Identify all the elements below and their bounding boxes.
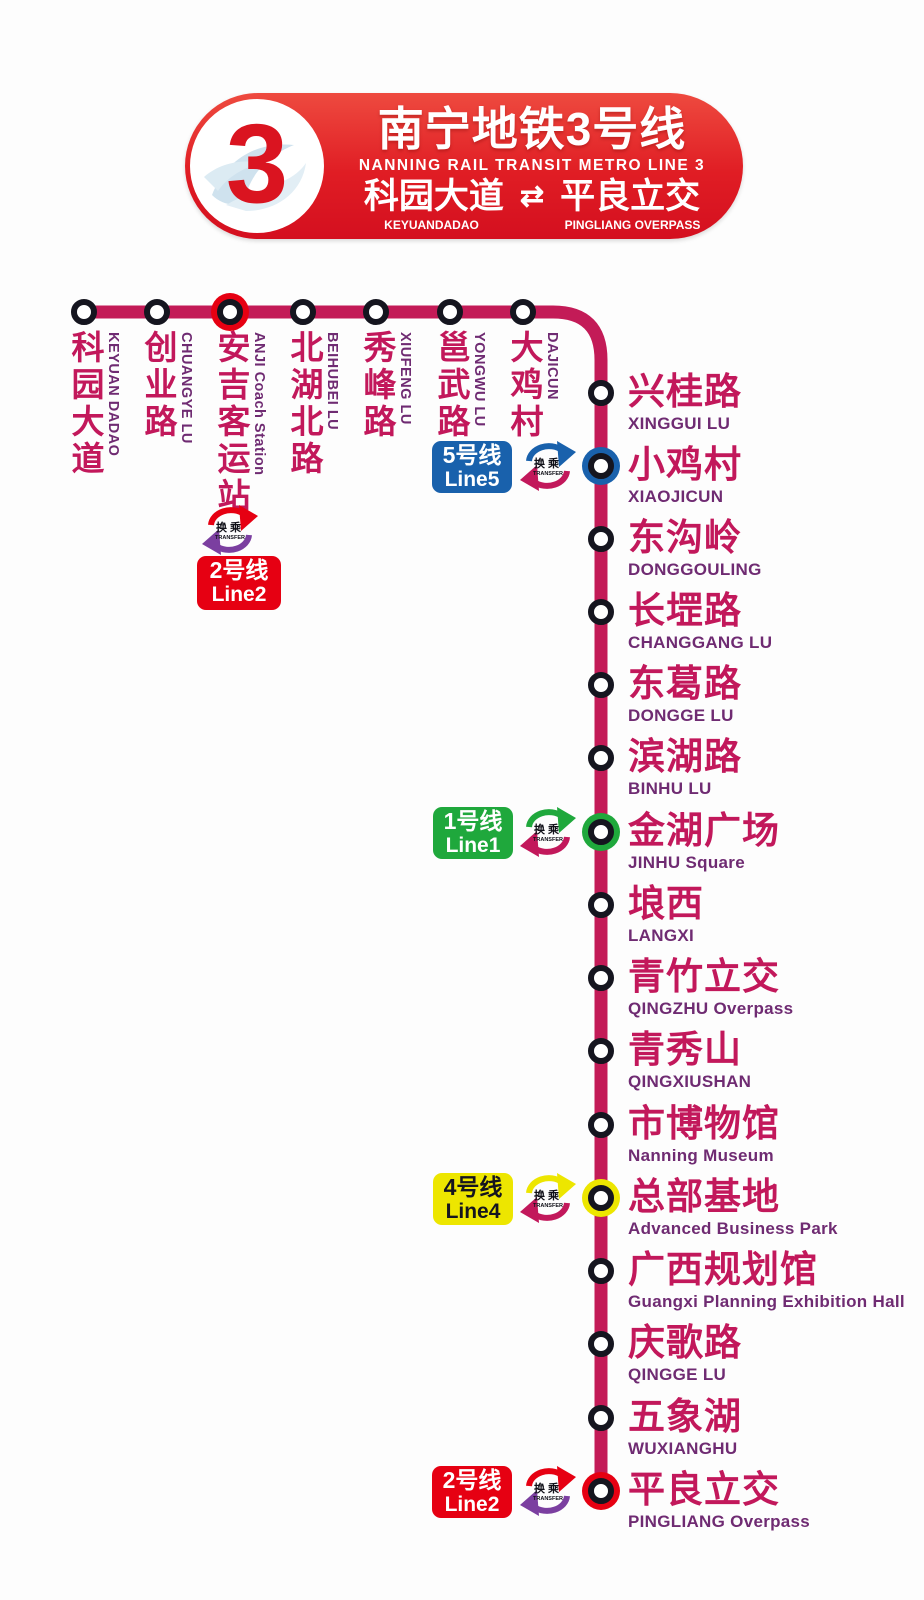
station-label-anji-coach-station: 安吉客运站 ANJI Coach Station [213,330,267,515]
station-dot-keyuandadao [71,299,97,325]
station-dot-langxi [588,892,614,918]
title-zh: 南宁地铁3号线 [377,103,687,155]
line2-badge-anji: 2号线 Line2 [197,556,281,610]
station-dot-xinggui-lu [588,380,614,406]
station-dot-changgang-lu [588,599,614,625]
station-dot-wuxianghu [588,1405,614,1431]
station-label-xinggui-lu: 兴桂路 XINGGUI LU [628,371,742,433]
station-label-guangxi-planning-exhibition-hall: 广西规划馆 Guangxi Planning Exhibition Hall [628,1249,905,1311]
station-dot-xiufenglu [363,299,389,325]
terminus-left-zh: 科园大道 [363,177,504,216]
transfer-icon-anji-line2: 换乘 TRANSFER [200,504,260,556]
station-label-donggouling: 东沟岭 DONGGOULING [628,517,762,579]
svg-text:换乘: 换乘 [534,822,562,836]
line4-badge: 4号线 Line4 [433,1173,513,1225]
station-label-langxi: 埌西 LANGXI [628,883,704,945]
line-number: 3 [225,101,289,226]
station-label-xiufenglu: 秀峰路 XIUFENG LU [359,330,413,441]
title-en: NANNING RAIL TRANSIT METRO LINE 3 [358,157,706,174]
station-dot-advanced-business-park [588,1185,614,1211]
terminus-right-zh: 平良立交 [560,177,701,216]
svg-text:TRANSFER: TRANSFER [533,1203,563,1209]
station-label-dajicun: 大鸡村 DAJICUN [506,330,560,441]
svg-text:TRANSFER: TRANSFER [533,837,563,843]
station-dot-guangxi-planning-exhibition-hall [588,1258,614,1284]
station-dot-anji-coach-station [217,299,243,325]
line2-badge-pingliang: 2号线 Line2 [432,1466,512,1518]
transfer-icon-xiaojicun-line5: 换乘 TRANSFER [518,440,578,492]
station-dot-beihubeilu [290,299,316,325]
line1-badge: 1号线 Line1 [433,807,513,859]
station-label-pingliang-overpass: 平良立交 PINGLIANG Overpass [628,1469,811,1531]
route-termini: 科园大道 ⇄ 平良立交 [331,178,733,216]
transfer-icon-zongbu-line4: 换乘 TRANSFER [518,1172,578,1224]
svg-text:换乘: 换乘 [534,1188,562,1202]
header-banner: 3 南宁地铁3号线 NANNING RAIL TRANSIT METRO LIN… [185,93,743,239]
station-label-jinhu-square: 金湖广场 JINHU Square [628,810,780,872]
station-dot-qingxiushan [588,1038,614,1064]
station-label-qingzhu-overpass: 青竹立交 QINGZHU Overpass [628,956,794,1018]
station-label-keyuandadao: 科园大道 KEYUAN DADAO [67,330,121,478]
station-dot-chuangyelu [144,299,170,325]
station-dot-jinhu-square [588,819,614,845]
station-label-advanced-business-park: 总部基地 Advanced Business Park [628,1176,838,1238]
kapok-swoosh-icon [204,144,306,211]
station-dot-nanning-museum [588,1112,614,1138]
line5-badge: 5号线 Line5 [432,441,512,493]
svg-text:换乘: 换乘 [534,456,562,470]
svg-text:换乘: 换乘 [216,520,244,534]
station-dot-binhu-lu [588,745,614,771]
station-label-yongwulu: 邕武路 YONGWU LU [433,330,487,441]
station-dot-yongwulu [437,299,463,325]
header-titles: 南宁地铁3号线 NANNING RAIL TRANSIT METRO LINE … [331,103,733,232]
transfer-icon-pingliang-line2: 换乘 TRANSFER [518,1465,578,1517]
station-dot-xiaojicun [588,453,614,479]
station-label-xiaojicun: 小鸡村 XIAOJICUN [628,444,742,506]
station-label-chuangyelu: 创业路 CHUANGYE LU [140,330,194,444]
line3-logo: 3 [190,99,324,233]
bidirectional-arrows-icon: ⇄ [519,181,545,213]
station-label-wuxianghu: 五象湖 WUXIANGHU [628,1396,742,1458]
station-dot-dongge-lu [588,672,614,698]
station-dot-donggouling [588,526,614,552]
svg-text:TRANSFER: TRANSFER [533,471,563,477]
svg-text:TRANSFER: TRANSFER [215,535,245,541]
station-dot-qingzhu-overpass [588,965,614,991]
station-dot-qingge-lu [588,1331,614,1357]
station-label-dongge-lu: 东葛路 DONGGE LU [628,663,742,725]
svg-text:TRANSFER: TRANSFER [533,1496,563,1502]
station-label-nanning-museum: 市博物馆 Nanning Museum [628,1103,780,1165]
station-label-qingxiushan: 青秀山 QINGXIUSHAN [628,1029,752,1091]
station-label-binhu-lu: 滨湖路 BINHU LU [628,736,742,798]
station-label-beihubeilu: 北湖北路 BEIHUBEI LU [286,330,340,478]
station-dot-pingliang-overpass [588,1478,614,1504]
terminus-left-en: KEYUANDADAO [384,218,479,232]
terminus-right-en: PINGLIANG OVERPASS [564,218,701,232]
station-label-changgang-lu: 长堽路 CHANGGANG LU [628,590,773,652]
station-label-qingge-lu: 庆歌路 QINGGE LU [628,1322,742,1384]
svg-text:换乘: 换乘 [534,1481,562,1495]
transfer-icon-jinhu-line1: 换乘 TRANSFER [518,806,578,858]
station-dot-dajicun [510,299,536,325]
route-termini-en: KEYUANDADAO PINGLIANG OVERPASS [331,218,733,232]
